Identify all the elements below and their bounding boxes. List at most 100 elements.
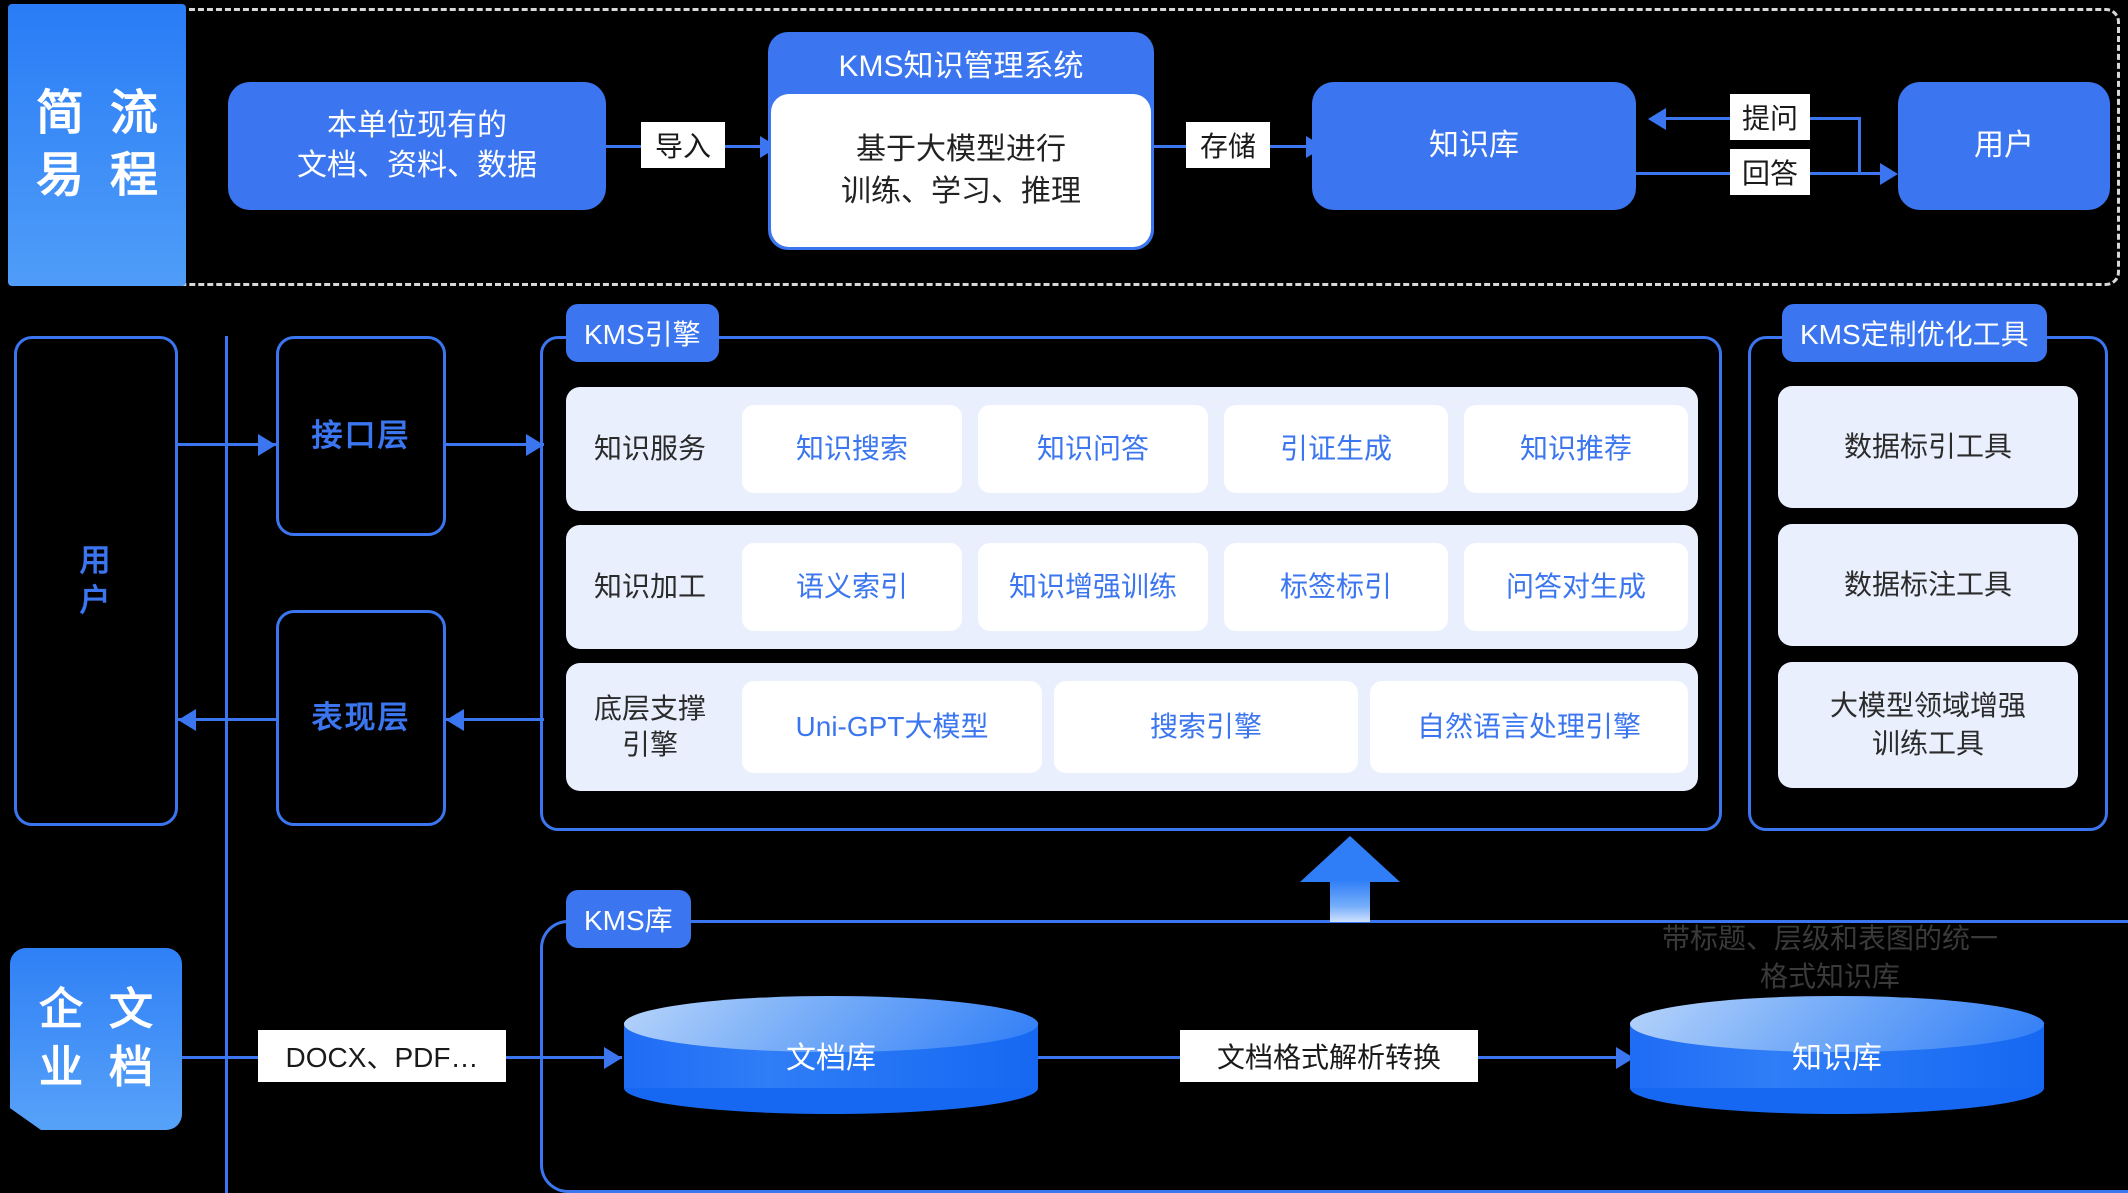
kms-tools-badge[interactable]: KMS定制优化工具: [1782, 304, 2047, 362]
tool-label-data-annotation: 数据标注工具: [1843, 569, 2012, 601]
cell-label-knowledge-augmented-training: 知识增强训练: [1008, 570, 1177, 602]
tier-label-knowledge-service: 知识服务: [566, 387, 734, 511]
arrow-interface-to-engine: [526, 434, 544, 456]
cell-uni-gpt-model[interactable]: Uni-GPT大模型: [742, 681, 1042, 773]
end-user-label: 用户: [1974, 128, 2034, 162]
cell-label-qa-pair-generation: 问答对生成: [1505, 570, 1646, 602]
kms-engine-badge[interactable]: KMS引擎: [566, 304, 719, 362]
banner-char-3: 程: [110, 149, 159, 202]
up-arrow-head: [1300, 836, 1400, 882]
tier-label-text-1: 知识加工: [593, 570, 706, 602]
connector-interface-to-engine: [446, 443, 544, 446]
cell-qa-pair-generation[interactable]: 问答对生成: [1464, 543, 1688, 631]
ask-label-text: 提问: [1741, 103, 1798, 134]
kms-store-badge[interactable]: KMS库: [566, 890, 691, 948]
connector-store-to-kb: [1270, 145, 1310, 148]
kms-system-body-text: 基于大模型进行训练、学习、推理: [841, 132, 1081, 208]
simple-flow-banner-chars: 简 流 易 程: [36, 90, 158, 200]
doc-banner-char-0: 企: [39, 985, 83, 1034]
cell-nlp-engine[interactable]: 自然语言处理引擎: [1370, 681, 1688, 773]
doc-db-top-ellipse: [624, 996, 1038, 1052]
banner-char-2: 易: [35, 149, 84, 202]
cell-knowledge-qa[interactable]: 知识问答: [978, 405, 1208, 493]
tier-label-text-0: 知识服务: [593, 432, 706, 464]
cell-label-uni-gpt-model: Uni-GPT大模型: [795, 710, 989, 742]
tier-label-text-2: 底层支撑引擎: [593, 692, 706, 760]
enterprise-docs-banner-chars: 企 文 业 档: [39, 988, 153, 1090]
connector-user-to-interface: [178, 443, 276, 446]
interface-layer-box[interactable]: 接口层: [276, 336, 446, 536]
arrow-ask: [1648, 108, 1666, 130]
kms-engine-container: [540, 336, 1722, 831]
cell-label-search-engine: 搜索引擎: [1149, 710, 1262, 742]
arrow-user-to-interface: [258, 434, 276, 456]
banner-char-1: 流: [110, 87, 159, 140]
arrow-answer: [1880, 163, 1898, 185]
kms-store-badge-label: KMS库: [584, 905, 673, 936]
presentation-layer-box[interactable]: 表现层: [276, 610, 446, 826]
tool-domain-augmented-training[interactable]: 大模型领域增强训练工具: [1778, 662, 2078, 788]
tier-knowledge-processing: 知识加工 语义索引 知识增强训练 标签标引 问答对生成: [566, 525, 1698, 649]
cell-search-engine[interactable]: 搜索引擎: [1054, 681, 1358, 773]
interface-layer-label: 接口层: [311, 417, 411, 453]
store-label: 存储: [1186, 122, 1270, 168]
knowledge-base-box-top[interactable]: 知识库: [1312, 82, 1636, 210]
doc-banner-char-2: 业: [39, 1043, 83, 1092]
kms-store-to-engine-arrow: [1300, 836, 1400, 922]
connector-system-to-store: [1154, 145, 1194, 148]
cell-knowledge-search[interactable]: 知识搜索: [742, 405, 962, 493]
cell-knowledge-recommend[interactable]: 知识推荐: [1464, 405, 1688, 493]
tool-label-data-indexing: 数据标引工具: [1843, 431, 2012, 463]
file-format-label-text: DOCX、PDF…: [285, 1042, 479, 1073]
cell-label-tag-indexing: 标签标引: [1279, 570, 1392, 602]
import-label-text: 导入: [654, 131, 711, 162]
arrow-docdb-to-kb: [1616, 1047, 1634, 1069]
arrow-docs-to-docdb: [604, 1047, 622, 1069]
source-documents-box[interactable]: 本单位现有的文档、资料、数据: [228, 82, 606, 210]
banner-char-0: 简: [35, 87, 84, 140]
knowledge-db-note-text: 带标题、层级和表图的统一格式知识库: [1661, 923, 1998, 992]
cell-label-knowledge-qa: 知识问答: [1036, 432, 1149, 464]
tier-foundation-engines: 底层支撑引擎 Uni-GPT大模型 搜索引擎 自然语言处理引擎: [566, 663, 1698, 791]
tier-knowledge-service: 知识服务 知识搜索 知识问答 引证生成 知识推荐: [566, 387, 1698, 511]
cell-label-citation-generation: 引证生成: [1279, 432, 1392, 464]
kms-system-card[interactable]: KMS知识管理系统 基于大模型进行训练、学习、推理: [768, 32, 1154, 250]
cell-citation-generation[interactable]: 引证生成: [1224, 405, 1448, 493]
tier-label-knowledge-processing: 知识加工: [566, 525, 734, 649]
source-documents-label: 本单位现有的文档、资料、数据: [297, 108, 537, 183]
knowledge-db-note: 带标题、层级和表图的统一格式知识库: [1620, 920, 2040, 996]
connector-import-to-system: [725, 145, 763, 148]
end-user-box[interactable]: 用户: [1898, 82, 2110, 210]
answer-label-text: 回答: [1741, 158, 1798, 189]
tool-data-indexing[interactable]: 数据标引工具: [1778, 386, 2078, 508]
knowledge-base-label-top: 知识库: [1429, 128, 1519, 162]
cell-label-semantic-index: 语义索引: [795, 570, 908, 602]
cell-label-knowledge-recommend: 知识推荐: [1519, 432, 1632, 464]
format-conversion-label: 文档格式解析转换: [1180, 1030, 1478, 1082]
knowledge-database-cylinder[interactable]: 知识库: [1630, 996, 2044, 1114]
connector-presentation-to-user: [178, 718, 276, 721]
cell-semantic-index[interactable]: 语义索引: [742, 543, 962, 631]
file-format-label: DOCX、PDF…: [258, 1030, 506, 1082]
store-label-text: 存储: [1199, 131, 1256, 162]
kms-system-title: KMS知识管理系统: [768, 32, 1154, 94]
document-database-cylinder[interactable]: 文档库: [624, 996, 1038, 1114]
arrow-engine-to-presentation: [446, 709, 464, 731]
kms-system-body: 基于大模型进行训练、学习、推理: [771, 94, 1151, 247]
kms-system-title-text: KMS知识管理系统: [838, 50, 1084, 83]
arrow-presentation-to-user: [178, 709, 196, 731]
user-panel-label: 用户: [79, 542, 113, 618]
tool-data-annotation[interactable]: 数据标注工具: [1778, 524, 2078, 646]
user-bus-vertical-line: [225, 336, 228, 1193]
cell-label-nlp-engine: 自然语言处理引擎: [1416, 710, 1641, 742]
connector-engine-to-presentation: [446, 718, 544, 721]
doc-banner-char-3: 档: [109, 1043, 153, 1092]
tier-label-foundation-engines: 底层支撑引擎: [566, 663, 734, 791]
cell-knowledge-augmented-training[interactable]: 知识增强训练: [978, 543, 1208, 631]
user-panel[interactable]: 用户: [14, 336, 178, 826]
connector-user-ask-drop: [1858, 117, 1861, 175]
cell-tag-indexing[interactable]: 标签标引: [1224, 543, 1448, 631]
import-label: 导入: [641, 122, 725, 168]
kb-db-label: 知识库: [1792, 1042, 1882, 1075]
kms-engine-badge-label: KMS引擎: [584, 319, 701, 350]
